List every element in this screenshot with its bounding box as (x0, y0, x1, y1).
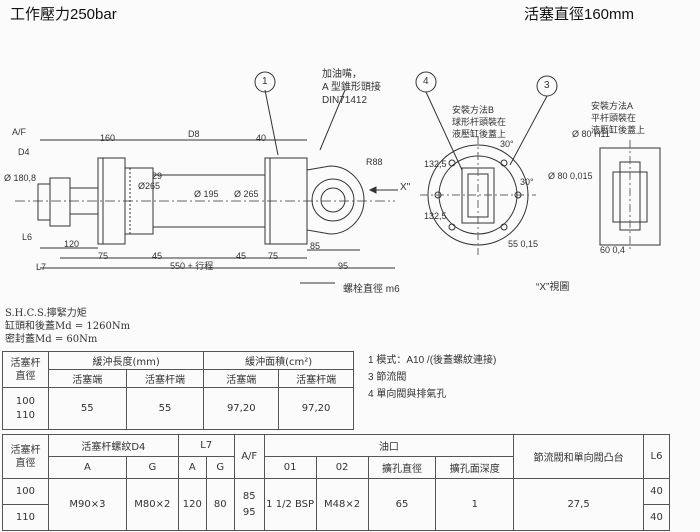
sub-piston-end-1: 活塞端 (47, 369, 127, 388)
balloon-4-label: 4 (423, 76, 429, 87)
torque-title: S.H.C.S.擰緊力矩 (5, 308, 87, 319)
sub-oil-02: 02 (315, 456, 369, 479)
dim-132-5-top: 132,5 (424, 159, 447, 169)
dim-95: 95 (338, 261, 349, 271)
legend-item-4: 4 單向閥與排氣孔 (368, 389, 447, 400)
cushion-rod-values: 100 110 (2, 387, 49, 430)
dim-d195: Ø 195 (194, 189, 219, 199)
l7-a-value: 120 (177, 478, 207, 531)
bolt-diameter-label: 螺栓直徑 m6 (343, 284, 400, 295)
dim-30deg-a: 30° (500, 139, 514, 149)
dim-30deg-b: 30° (520, 177, 534, 187)
oil-port-header: 油口 (263, 434, 515, 457)
cushion-rod-header: 活塞杆 直徑 (2, 351, 49, 388)
dim-rod-header: 活塞杆 直徑 (2, 434, 49, 479)
row-l6-100: 40 (642, 478, 671, 505)
sub-counterbore-dia: 擴孔直徑 (367, 456, 437, 479)
sub-l7-g: G (205, 456, 235, 479)
dim-d4: D4 (18, 147, 30, 157)
torque-seal-cover: 密封蓋Md = 60Nm (5, 334, 98, 345)
cushion-area-header: 緩沖面積(cm²) (203, 351, 354, 370)
dim-60: 60 0,4 (600, 245, 626, 255)
cushion-area-rod: 97,20 (278, 387, 354, 430)
dim-45-right: 45 (236, 251, 247, 261)
legend: 1 模式：A10 /(後蓋螺紋連接) 3 節流閥 4 單向閥與排氣孔 (368, 352, 496, 403)
balloon-1-label: 1 (262, 76, 268, 87)
af-header: A/F (233, 434, 265, 479)
row-rod-110: 110 (2, 504, 49, 531)
sub-piston-end-2: 活塞端 (203, 369, 280, 388)
dim-d265a: Ø265 (138, 181, 161, 191)
sub-thread-a: A (47, 456, 127, 479)
rod-thread-header: 活塞杆螺紋D4 (47, 434, 179, 457)
cushion-len-rod: 55 (125, 387, 205, 430)
dim-r88: R88 (366, 157, 383, 167)
row-rod-100: 100 (2, 478, 49, 505)
counterbore-dia-value: 65 (367, 478, 437, 531)
dim-l6: L6 (22, 232, 33, 242)
thread-g-value: M80×2 (125, 478, 179, 531)
dim-d80-a: Ø 80 0,015 (548, 171, 593, 181)
row-l6-110: 40 (642, 504, 671, 531)
sub-rod-end-2: 活塞杆端 (278, 369, 354, 388)
torque-notes: S.H.C.S.擰緊力矩 缸頭和後蓋Md = 1260Nm 密封蓋Md = 60… (5, 307, 130, 346)
sub-oil-01: 01 (263, 456, 317, 479)
sub-counterbore-depth: 擴孔面深度 (435, 456, 515, 479)
oil-02-value: M48×2 (315, 478, 369, 531)
dim-120: 120 (64, 239, 80, 249)
dim-d180: Ø 180,8 (4, 173, 37, 183)
view-x-marker: X" (400, 182, 411, 193)
working-pressure-title: 工作壓力250bar (10, 6, 117, 23)
dim-75-left: 75 (98, 251, 109, 261)
dim-85: 85 (310, 241, 321, 251)
piston-diameter-title: 活塞直徑160mm (524, 6, 635, 23)
cushion-table: 活塞杆 直徑 緩沖長度(mm) 緩沖面積(cm²) 活塞端 活塞杆端 活塞端 活… (2, 351, 354, 430)
dim-29: 29 (152, 171, 163, 181)
cushion-length-header: 緩沖長度(mm) (47, 351, 205, 370)
sub-rod-end-1: 活塞杆端 (125, 369, 205, 388)
throttle-value: 27,5 (513, 478, 644, 531)
cushion-area-piston: 97,20 (203, 387, 280, 430)
cushion-len-piston: 55 (47, 387, 127, 430)
dim-d80-b: Ø 80 H11 (572, 129, 610, 139)
dim-af: A/F (12, 127, 27, 137)
dim-160: 160 (100, 133, 116, 143)
balloon-3-label: 3 (544, 80, 550, 91)
mounting-method-b: 安裝方法B 球形杆頭裝在 液壓缸後蓋上 (452, 105, 507, 139)
throttle-header: 節流閥和單向閥凸台 (513, 434, 644, 479)
af-values: 85 95 (233, 478, 265, 531)
dim-l7: L7 (36, 262, 47, 272)
cylinder-drawing (15, 71, 661, 284)
thread-a-value: M90×3 (47, 478, 127, 531)
dim-d265b: Ø 265 (234, 189, 259, 199)
l7-g-value: 80 (205, 478, 235, 531)
dim-stroke: 550 + 行程 (170, 261, 214, 271)
sub-thread-g: G (125, 456, 179, 479)
dim-132-5-bottom: 132,5 (424, 211, 447, 221)
dim-d8: D8 (188, 129, 200, 139)
dim-40-top: 40 (256, 133, 267, 143)
dim-75-right: 75 (268, 251, 279, 261)
view-x-title: “X”視圖 (536, 282, 570, 293)
counterbore-depth-value: 1 (435, 478, 515, 531)
oil-port-note: 加油嘴， A 型錐形頭接 DIN71412 (322, 69, 381, 106)
legend-item-1: 1 模式：A10 /(後蓋螺紋連接) (368, 355, 497, 366)
dimension-table: 活塞杆 直徑 活塞杆螺紋D4 L7 A/F 油口 節流閥和單向閥凸台 L6 A … (2, 434, 671, 531)
mounting-method-a: 安裝方法A 平杆頭裝在 液壓缸後蓋上 (591, 101, 646, 135)
l7-header: L7 (177, 434, 235, 457)
sub-l7-a: A (177, 456, 207, 479)
oil-01-value: 1 1/2 BSP (263, 478, 317, 531)
dim-45-left: 45 (152, 251, 163, 261)
torque-head-cap: 缸頭和後蓋Md = 1260Nm (5, 321, 131, 332)
dim-55: 55 0,15 (508, 239, 539, 249)
legend-item-3: 3 節流閥 (368, 372, 407, 383)
l6-header: L6 (642, 434, 671, 479)
